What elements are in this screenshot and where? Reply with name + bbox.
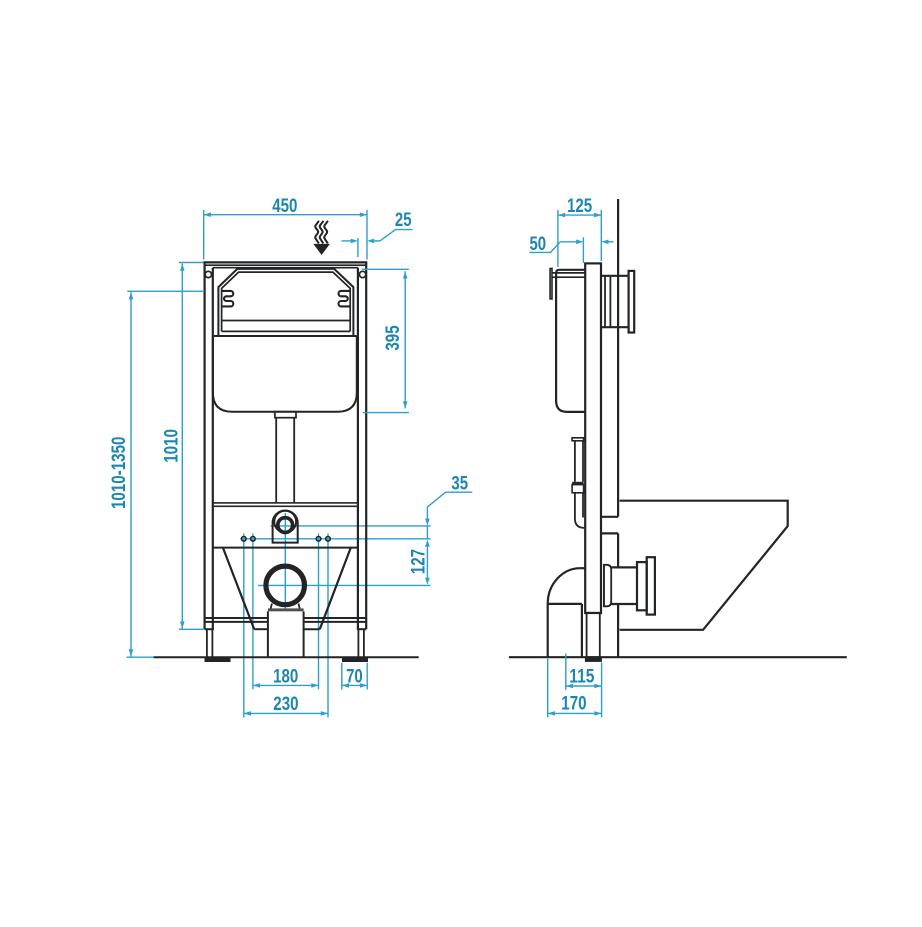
- svg-text:115: 115: [569, 667, 594, 688]
- svg-text:395: 395: [383, 325, 404, 350]
- svg-text:170: 170: [561, 693, 586, 714]
- svg-text:125: 125: [567, 196, 592, 217]
- svg-text:450: 450: [272, 196, 297, 217]
- svg-text:127: 127: [409, 549, 430, 574]
- svg-text:180: 180: [273, 666, 298, 687]
- svg-text:1010: 1010: [162, 429, 183, 463]
- svg-text:230: 230: [273, 694, 298, 715]
- svg-text:1010-1350: 1010-1350: [109, 437, 130, 510]
- svg-text:25: 25: [395, 210, 412, 231]
- svg-text:50: 50: [530, 234, 547, 255]
- svg-text:70: 70: [346, 666, 363, 687]
- svg-text:35: 35: [451, 474, 468, 495]
